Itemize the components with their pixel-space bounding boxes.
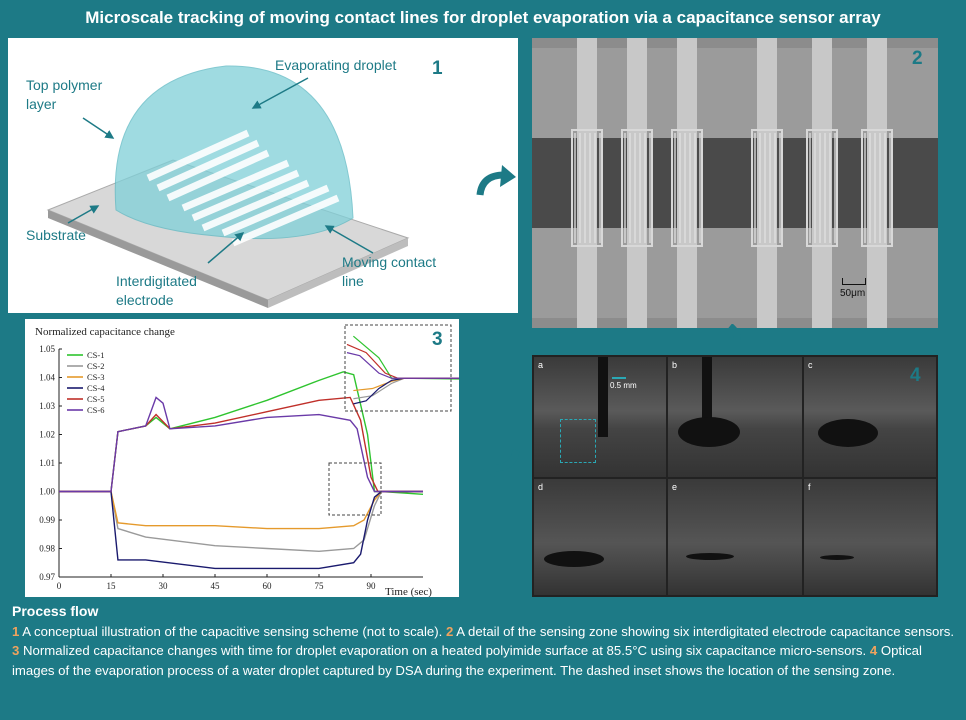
frame-e: e xyxy=(668,479,802,595)
label-top-polymer-layer: Top polymer layer xyxy=(26,77,103,112)
interdigitated-sensor xyxy=(571,129,603,247)
capacitance-chart: Normalized capacitance change Time (sec)… xyxy=(35,324,459,597)
caption-heading: Process flow xyxy=(12,603,99,619)
panel-4-number: 4 xyxy=(910,365,921,386)
x-tick-label: 15 xyxy=(107,581,117,591)
electrode-lead xyxy=(627,38,647,328)
frame-f-label: f xyxy=(808,482,811,492)
inset-line-cs-4 xyxy=(353,377,459,405)
legend-label: CS-6 xyxy=(87,405,104,415)
frame-f: f xyxy=(804,479,936,595)
interdigitated-sensor xyxy=(621,129,653,247)
sensor-electrodes xyxy=(571,38,893,328)
label-moving-contact-line: Moving contact line xyxy=(342,254,437,289)
sensor-illustration xyxy=(46,65,410,308)
caption-text-3: Normalized capacitance changes with time… xyxy=(23,643,867,658)
inset-line-cs-6 xyxy=(346,352,459,379)
panel-1-illustration: 1 Evaporating droplet Top polymer layer … xyxy=(8,38,518,313)
label-interdigitated-electrode: Interdigitated electrode xyxy=(116,273,197,308)
panel-3-number: 3 xyxy=(432,329,443,350)
scale-bar-label: 50μm xyxy=(840,288,866,299)
panel-2-sem-image: 2 50μm xyxy=(532,38,938,328)
interdigitated-sensor xyxy=(861,129,893,247)
frame-a-label: a xyxy=(538,360,544,370)
legend-label: CS-3 xyxy=(87,372,104,382)
label-evaporating-droplet: Evaporating droplet xyxy=(275,57,397,73)
legend-label: CS-1 xyxy=(87,350,104,360)
inset-box xyxy=(344,324,452,412)
y-tick-label: 1.00 xyxy=(39,487,55,497)
flow-arrow-2-to-4 xyxy=(724,324,748,354)
electrode-lead xyxy=(867,38,887,328)
interdigitated-sensor xyxy=(751,129,783,247)
caption-num-3: 3 xyxy=(12,643,20,658)
leader-lines xyxy=(67,77,374,264)
y-tick-label: 1.03 xyxy=(39,401,55,411)
inset-line-cs-1 xyxy=(352,335,459,380)
y-tick-label: 1.04 xyxy=(39,373,55,383)
chart-title: Normalized capacitance change xyxy=(35,326,175,338)
panel-4-optical-images: a 0.5 mm b c d e f 4 xyxy=(532,355,938,597)
y-tick-label: 1.01 xyxy=(39,458,55,468)
legend-label: CS-4 xyxy=(87,383,105,393)
panel-1-number: 1 xyxy=(432,58,443,79)
frame-a: a 0.5 mm xyxy=(534,357,666,477)
x-tick-label: 30 xyxy=(159,581,169,591)
label-substrate: Substrate xyxy=(26,227,86,243)
scale-bar xyxy=(842,278,866,285)
frame-e-label: e xyxy=(672,482,678,492)
caption: Process flow 1 A conceptual illustration… xyxy=(12,602,956,680)
frame-c-label: c xyxy=(808,360,813,370)
electrode-lead xyxy=(757,38,777,328)
flow-arrow-1-to-2 xyxy=(476,165,516,196)
frame-c: c xyxy=(804,357,936,477)
interdigitated-sensor xyxy=(671,129,703,247)
x-tick-label: 60 xyxy=(263,581,273,591)
electrode-lead xyxy=(577,38,597,328)
frame-b: b xyxy=(668,357,802,477)
caption-text-1: A conceptual illustration of the capacit… xyxy=(22,623,443,639)
y-tick-label: 1.05 xyxy=(39,344,55,354)
x-tick-label: 90 xyxy=(367,581,377,591)
x-tick-label: 0 xyxy=(57,581,62,591)
frame-d-label: d xyxy=(538,482,544,492)
electrode-lead xyxy=(812,38,832,328)
electrode-lead xyxy=(677,38,697,328)
interdigitated-sensor xyxy=(806,129,838,247)
panel-3-chart: Normalized capacitance change Time (sec)… xyxy=(24,318,460,598)
y-tick-label: 0.97 xyxy=(39,572,55,582)
scale-bar-label-4: 0.5 mm xyxy=(610,381,637,390)
y-tick-label: 1.02 xyxy=(39,430,55,440)
zoom-region-box xyxy=(328,462,382,516)
y-tick-label: 0.98 xyxy=(39,544,55,554)
flow-arrow-4-to-3 xyxy=(482,449,520,478)
caption-num-4: 4 xyxy=(869,643,878,658)
caption-body: 1 A conceptual illustration of the capac… xyxy=(12,622,956,681)
legend-label: CS-2 xyxy=(87,361,104,371)
series-line-cs-6 xyxy=(59,396,423,493)
x-tick-label: 75 xyxy=(315,581,325,591)
caption-text-4: Optical images of the evaporation proces… xyxy=(12,643,922,678)
panel-2-number: 2 xyxy=(912,48,923,69)
chart-xlabel: Time (sec) xyxy=(385,586,432,597)
y-tick-label: 0.99 xyxy=(39,515,55,525)
page-title: Microscale tracking of moving contact li… xyxy=(85,8,881,27)
x-tick-label: 45 xyxy=(211,581,221,591)
series-line-cs-1 xyxy=(59,371,424,496)
inset-line-cs-3 xyxy=(353,377,459,392)
caption-num-2: 2 xyxy=(445,623,454,639)
caption-num-1: 1 xyxy=(12,623,20,639)
series-line-cs-4 xyxy=(59,490,423,570)
legend-label: CS-5 xyxy=(87,394,104,404)
frame-d: d xyxy=(534,479,666,595)
frame-b-label: b xyxy=(672,360,678,370)
caption-text-2: A detail of the sensing zone showing six… xyxy=(456,623,955,639)
series-line-cs-2 xyxy=(59,490,423,553)
series-line-cs-3 xyxy=(59,490,423,530)
